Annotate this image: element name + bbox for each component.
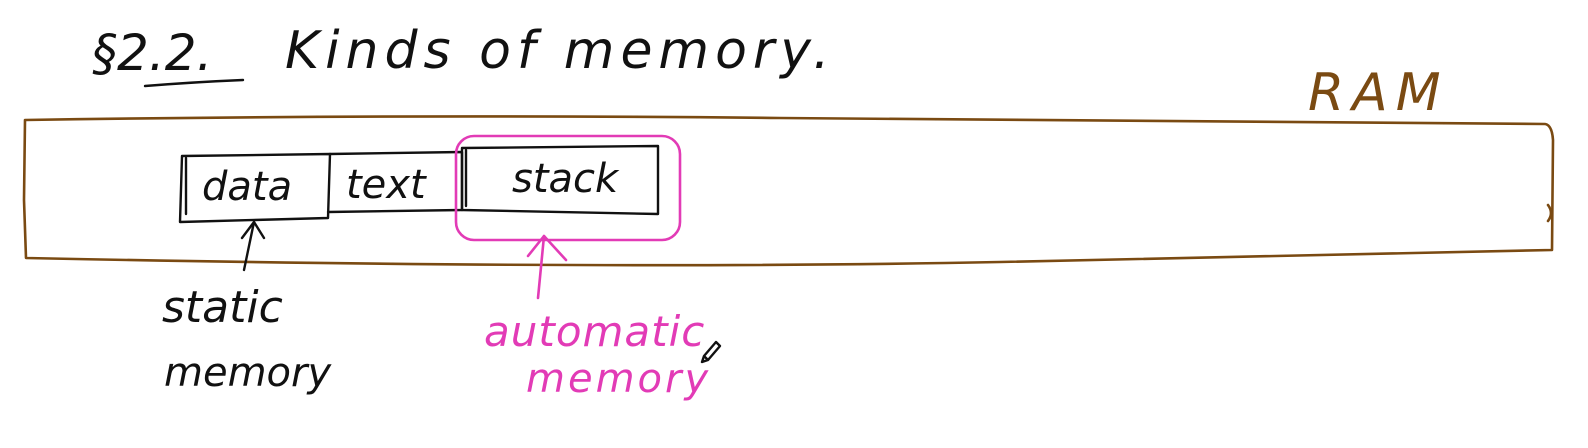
static-label-line2: memory — [164, 350, 332, 396]
ram-bar — [22, 115, 1555, 267]
automatic-arrow-head — [526, 234, 568, 262]
section-number: §2.2. — [92, 24, 212, 82]
static-arrow-head — [240, 220, 266, 240]
automatic-annotation: automatic memory — [454, 134, 711, 402]
title-text: Kinds of memory. — [285, 21, 836, 81]
static-arrow — [242, 220, 256, 272]
pencil-cursor-icon — [700, 340, 722, 364]
automatic-label-line2: memory — [526, 356, 711, 402]
section-underline — [143, 78, 245, 88]
segments: data text stack — [178, 144, 660, 224]
ram-label: RAM — [1308, 63, 1449, 123]
automatic-arrow — [536, 234, 546, 300]
segment-data-box — [178, 152, 332, 224]
segment-stack-label: stack — [512, 156, 620, 202]
automatic-label-line1: automatic — [484, 307, 705, 356]
ram-bar-edge — [1546, 203, 1553, 223]
title: §2.2. Kinds of memory. — [92, 21, 836, 88]
static-label-line1: static — [162, 282, 283, 333]
static-annotation: static memory — [162, 220, 332, 396]
segment-data-label: data — [202, 164, 292, 210]
segment-text-label: text — [346, 162, 427, 208]
stack-highlight — [454, 134, 682, 242]
segment-stack-box — [460, 144, 660, 216]
